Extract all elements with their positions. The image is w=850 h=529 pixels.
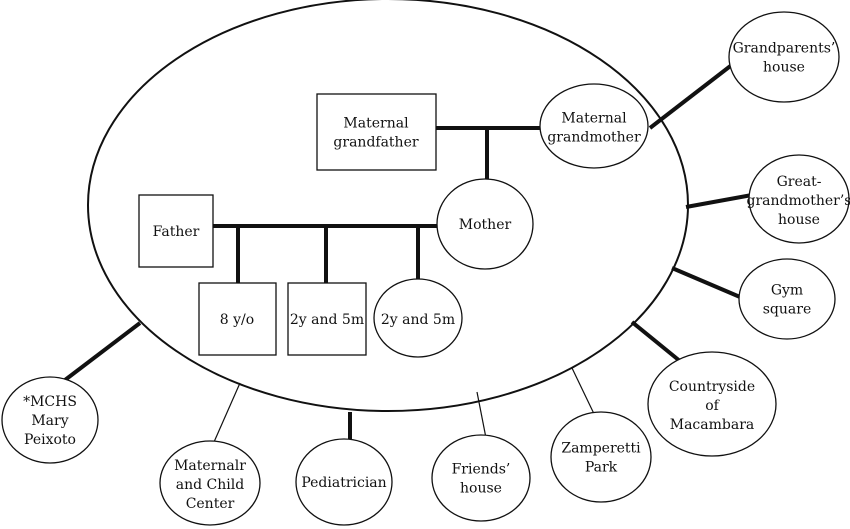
label-line: Center [186, 496, 235, 512]
maternal-grandmother-circle [539, 83, 649, 169]
label-line: Macambara [670, 417, 755, 433]
father-box [138, 194, 214, 268]
label-line: square [763, 302, 812, 318]
label-line: 2y and 5m [290, 312, 364, 328]
label-line: Park [585, 460, 618, 476]
label-line: house [763, 60, 805, 76]
label-line: Mary [31, 413, 68, 429]
countryside-circle [647, 351, 777, 457]
connection-lines [63, 62, 753, 443]
label-line: of [705, 398, 720, 414]
zamperetti-park-circle [550, 411, 652, 503]
link-friends-house [476, 391, 487, 439]
label-line: Great- [777, 174, 822, 190]
gym-square-label: Gym square [763, 283, 812, 318]
link-great-grandmothers-house [685, 193, 753, 209]
link-mchs [63, 321, 142, 382]
label-line: grandmother’s [747, 193, 850, 209]
gym-square-circle [738, 258, 836, 340]
link-maternal-child-center [213, 382, 241, 443]
label-line: 8 y/o [220, 312, 254, 328]
label-line: Mother [459, 217, 512, 233]
label-line: *MCHS [23, 394, 77, 410]
label-line: Countryside [669, 379, 755, 395]
child-3-circle [373, 278, 463, 358]
label-line: Maternal [561, 111, 627, 127]
maternal-grandfather-box [316, 93, 437, 171]
mchs-circle [1, 376, 99, 464]
maternal-grandmother-label: Maternal grandmother [547, 111, 641, 146]
link-gym-square [671, 266, 741, 299]
maternal-child-center-circle [159, 440, 261, 526]
link-countryside [630, 320, 688, 368]
grandparents-house-circle [728, 11, 840, 103]
child-3-label: 2y and 5m [381, 312, 455, 328]
label-line: 2y and 5m [381, 312, 455, 328]
grandparents-house-label: Grandparents’ house [733, 41, 836, 76]
friends-house-circle [431, 434, 531, 522]
great-grandmothers-house-circle [748, 154, 850, 244]
label-line: and Child [176, 477, 244, 493]
mother-label: Mother [459, 217, 512, 233]
pediatrician-label: Pediatrician [301, 475, 386, 491]
label-line: Pediatrician [301, 475, 386, 491]
label-line: house [460, 481, 502, 497]
link-zamperetti-park [571, 367, 597, 419]
friends-house-label: Friends’ house [452, 462, 511, 497]
child-2-box [287, 282, 367, 356]
great-grandmothers-house-label: Great-grandmother’s house [747, 174, 850, 228]
label-line: Maternal [343, 116, 409, 132]
label-line: house [778, 212, 820, 228]
father-label: Father [153, 224, 200, 240]
mother-circle [436, 178, 534, 270]
label-line: Zamperetti [561, 441, 641, 457]
child-1-box [198, 282, 277, 356]
link-grandparents-house [648, 62, 735, 130]
label-line: Peixoto [24, 432, 76, 448]
child-1-label: 8 y/o [220, 312, 254, 328]
label-line: Maternalr [174, 458, 246, 474]
label-line: Gym [771, 283, 803, 299]
family-boundary-ellipse [87, 0, 689, 412]
label-line: Grandparents’ [733, 41, 836, 57]
label-line: Friends’ [452, 462, 511, 478]
label-line: Father [153, 224, 200, 240]
label-line: grandmother [547, 130, 641, 146]
pediatrician-circle [295, 438, 393, 526]
child-2-label: 2y and 5m [290, 312, 364, 328]
external-systems: Grandparents’ house Great-grandmother’s ho… [1, 11, 850, 526]
label-line: grandfather [333, 135, 418, 151]
maternal-grandfather-label: Maternal grandfather [333, 116, 418, 151]
